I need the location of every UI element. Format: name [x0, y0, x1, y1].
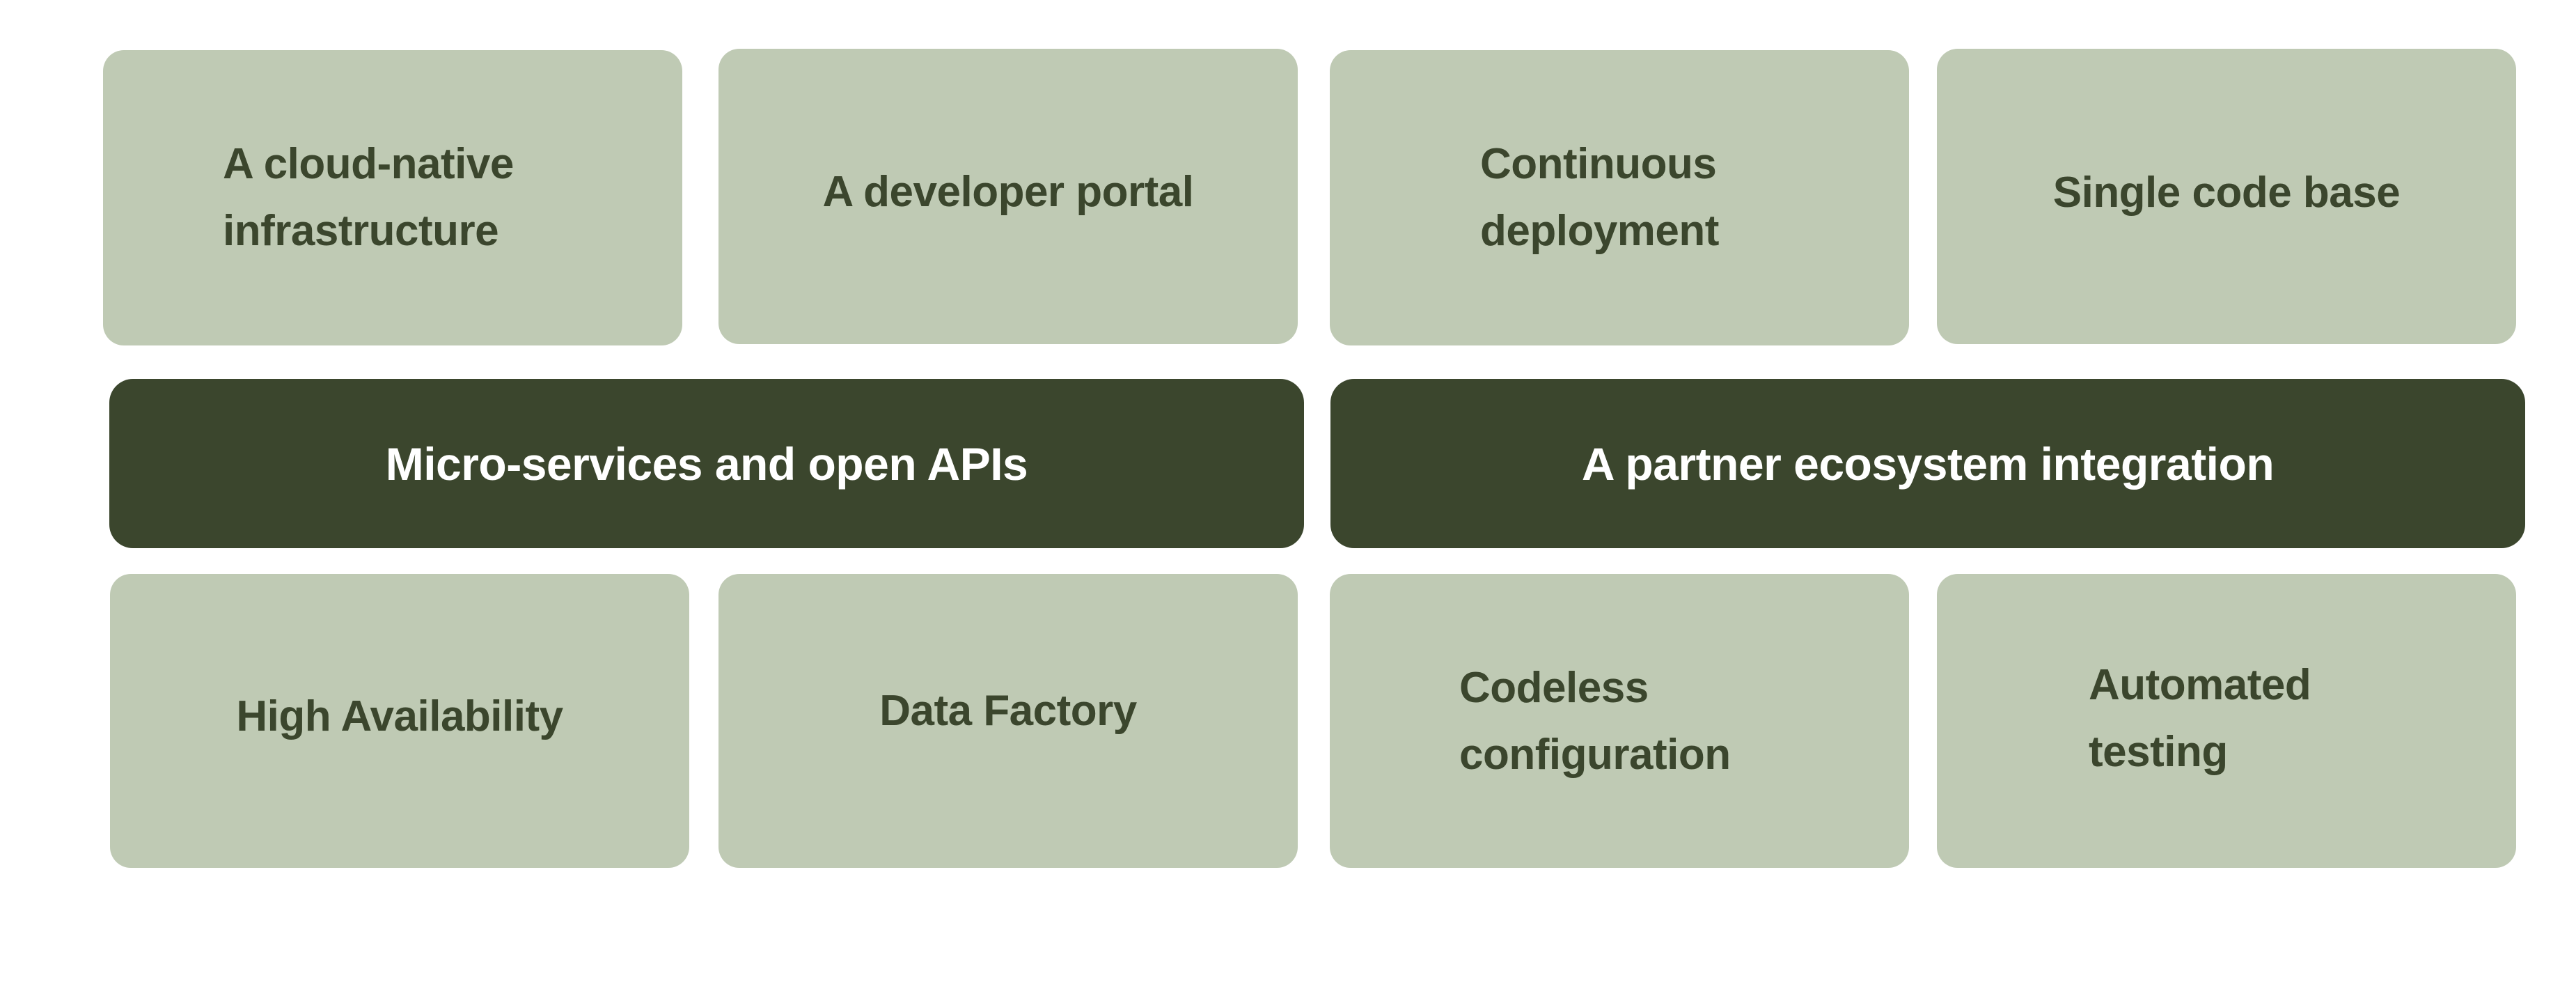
tile-cloud-native-infrastructure: A cloud-native infrastructure	[103, 50, 682, 345]
bar-partner-ecosystem-integration: A partner ecosystem integration	[1330, 379, 2525, 548]
tile-label: A developer portal	[822, 168, 1194, 216]
tile-label: A cloud-native infrastructure	[223, 140, 514, 255]
bar-label: Micro-services and open APIs	[385, 437, 1028, 490]
tile-label: High Availability	[236, 692, 563, 740]
tile-label: Codeless configuration	[1459, 664, 1731, 779]
bar-label: A partner ecosystem integration	[1581, 437, 2275, 490]
tile-automated-testing: Automated testing	[1937, 574, 2516, 868]
tile-developer-portal: A developer portal	[718, 49, 1298, 344]
tile-label: Continuous deployment	[1480, 140, 1719, 255]
tile-label: Data Factory	[879, 687, 1137, 735]
tile-data-factory: Data Factory	[718, 574, 1298, 868]
tile-high-availability: High Availability	[110, 574, 689, 868]
tile-label: Automated testing	[2089, 661, 2311, 776]
tile-single-code-base: Single code base	[1937, 49, 2516, 344]
tile-label: Single code base	[2052, 169, 2401, 217]
bar-micro-services-open-apis: Micro-services and open APIs	[109, 379, 1304, 548]
tile-continuous-deployment: Continuous deployment	[1330, 50, 1909, 345]
tile-codeless-configuration: Codeless configuration	[1330, 574, 1909, 868]
